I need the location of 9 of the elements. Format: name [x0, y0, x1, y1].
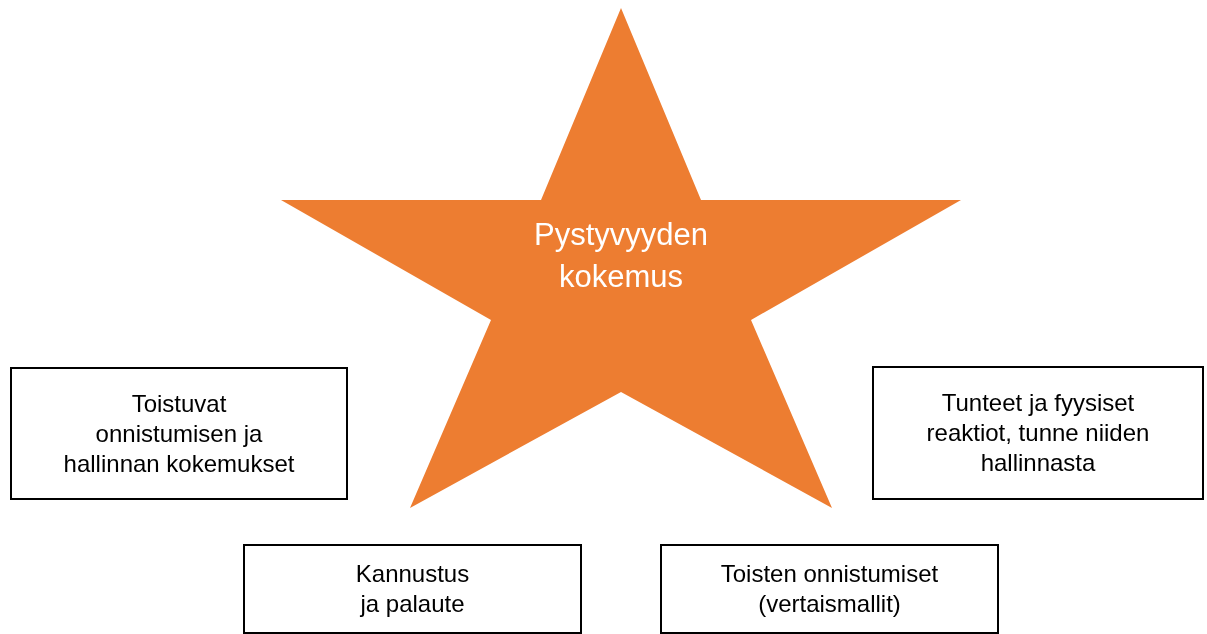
star-label: Pystyvyyden kokemus [533, 216, 709, 296]
text-box [10, 367, 348, 500]
box-text: Kannustus ja palaute [354, 559, 471, 619]
box-text: Toisten onnistumiset (vertaismallit) [719, 559, 940, 619]
text-box [660, 544, 999, 634]
text-box [243, 544, 582, 634]
box-text: Tunteet ja fyysiset reaktiot, tunne niiden hallinnasta [925, 388, 1151, 478]
text-box [872, 366, 1204, 500]
box-text: Toistuvat onnistumisen ja hallinnan kokemukset [62, 388, 296, 479]
